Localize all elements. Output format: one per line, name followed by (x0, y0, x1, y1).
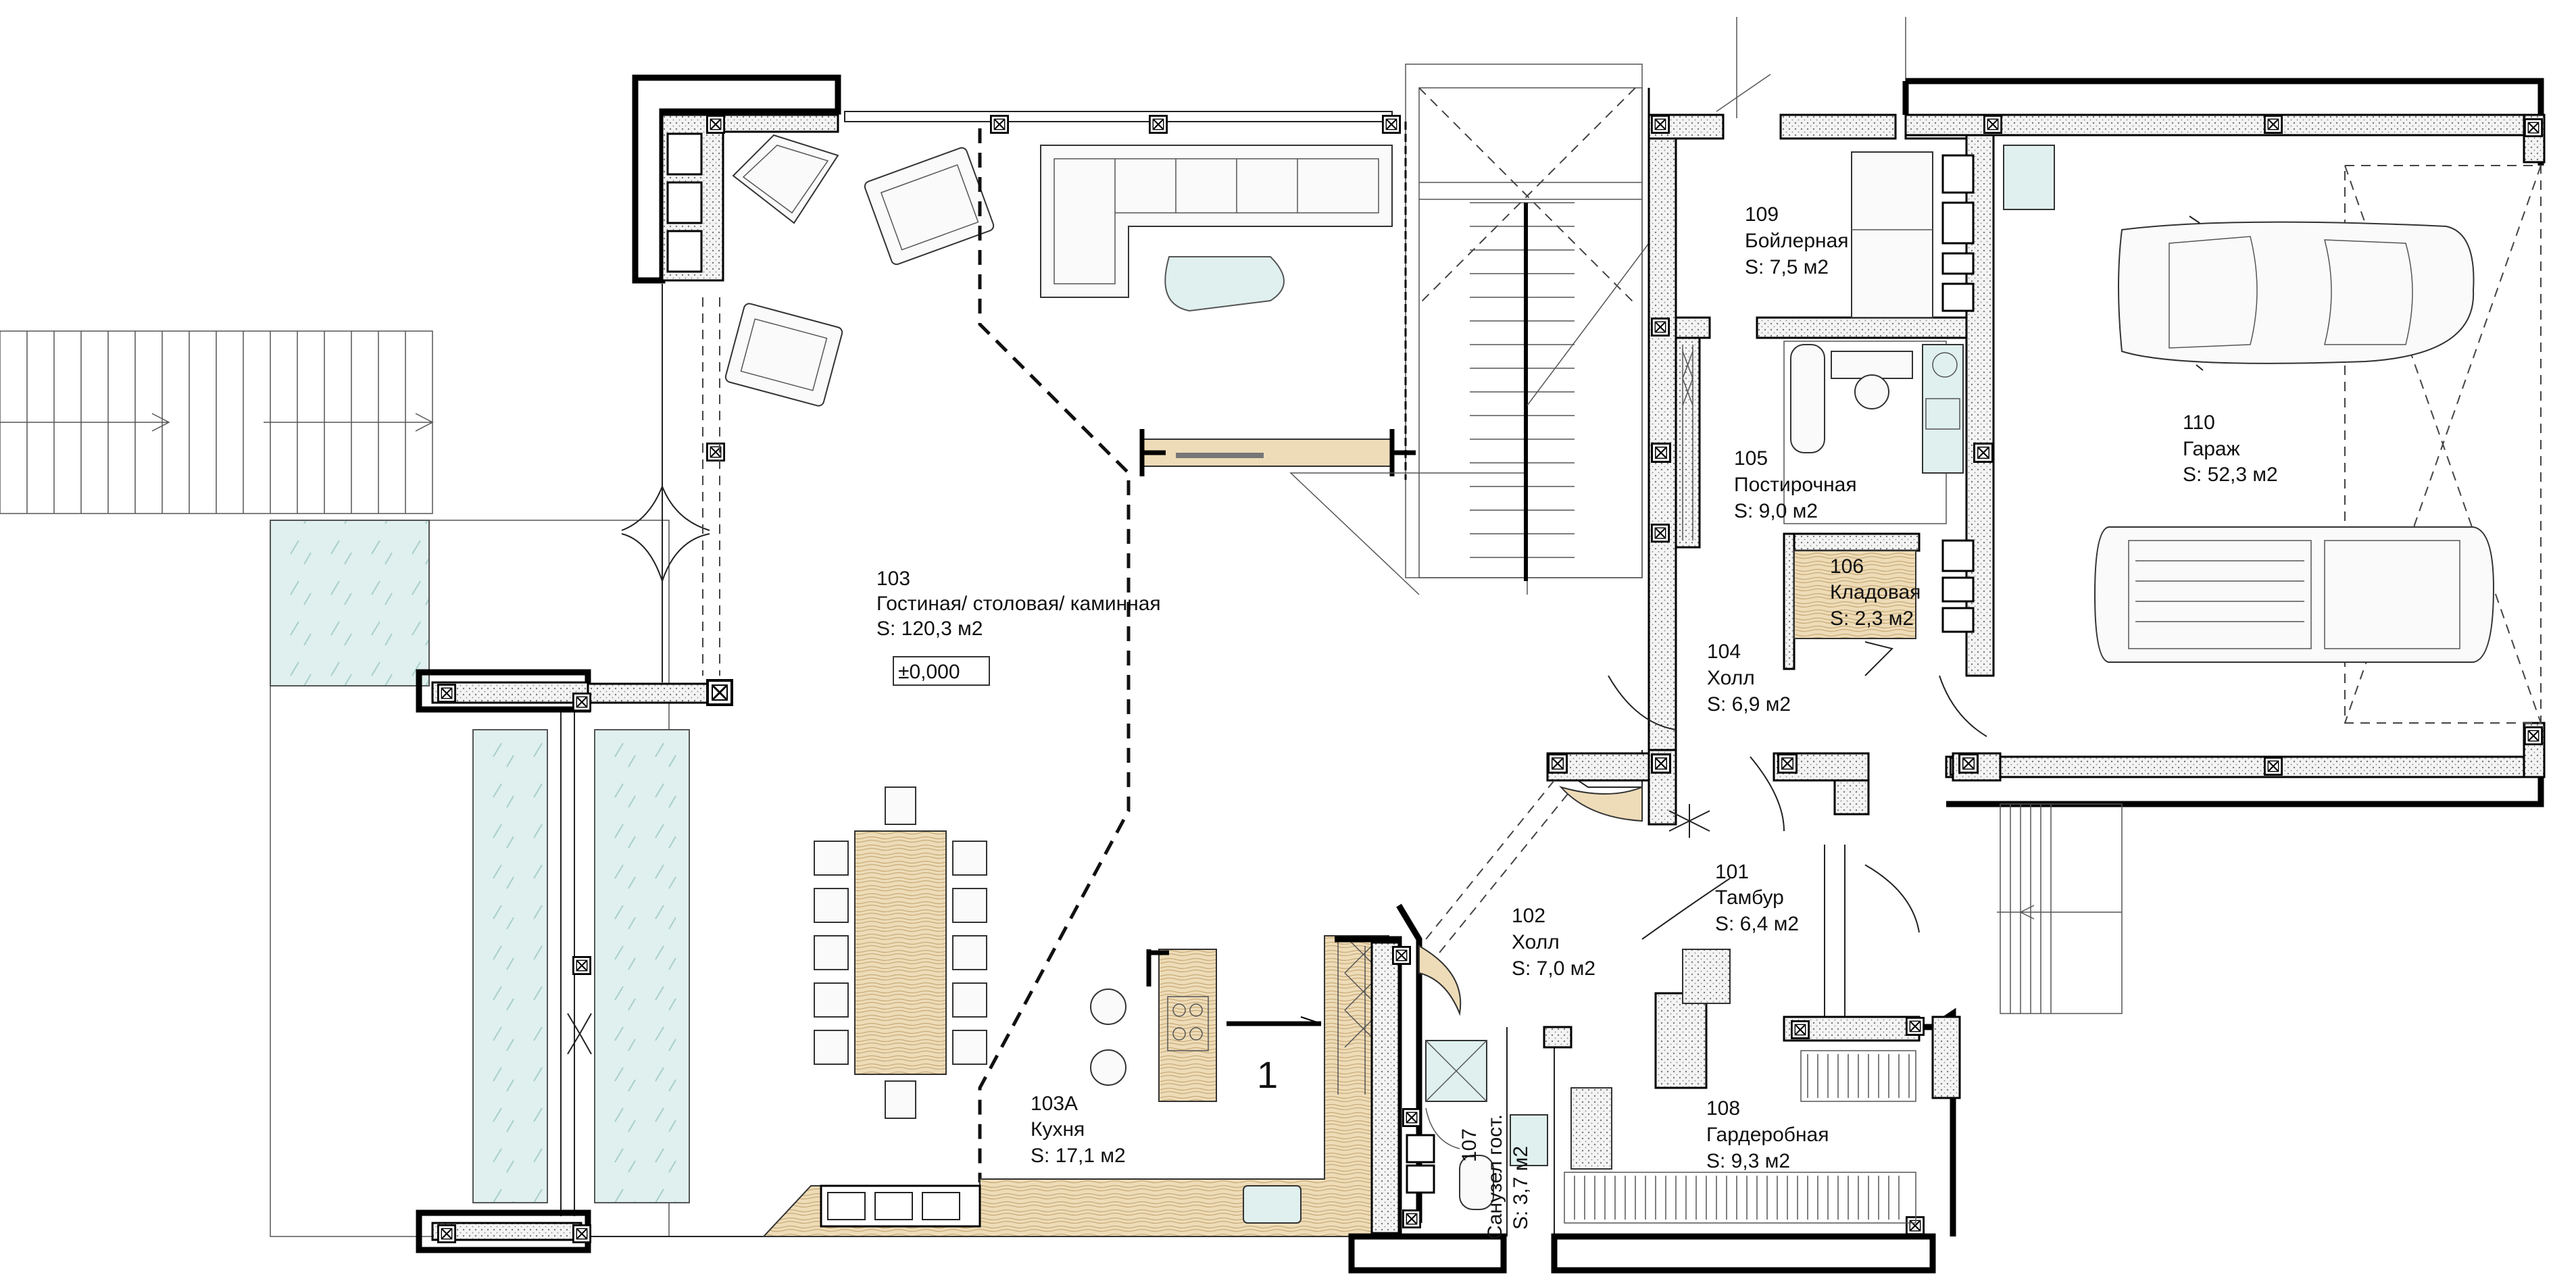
room-label-104: 104 Холл S: 6,9 м2 (1707, 641, 1791, 716)
room-label-108: 108 Гардеробная S: 9,3 м2 (1706, 1097, 1829, 1172)
room-number: 107 (1458, 1128, 1481, 1162)
room-name: Тамбур (1715, 886, 1784, 909)
armchairs (724, 147, 995, 407)
room-area: S: 2,3 м2 (1830, 607, 1914, 630)
exterior-stairs (0, 330, 434, 514)
room-number: 109 (1745, 203, 1779, 226)
room-name: Холл (1512, 931, 1560, 953)
living-french-doors (621, 297, 720, 676)
laundry-equipment (1783, 341, 1964, 524)
terrace-glass-panels (270, 520, 690, 1237)
room-number: 101 (1715, 861, 1749, 883)
sofa (1040, 145, 1393, 312)
room-number: 103 (876, 568, 910, 590)
room-name: Холл (1707, 667, 1755, 689)
room-label-101: 101 Тамбур S: 6,4 м2 (1715, 861, 1799, 935)
room-label-103: 103 Гостиная/ столовая/ каминная S: 120,… (876, 568, 1161, 640)
tv-console (1139, 429, 1416, 476)
room-label-107: 107 Санузел гост. S: 3,7 м2 (1458, 1114, 1532, 1240)
room-number: 104 (1707, 641, 1741, 663)
room-label-103a: 103А Кухня S: 17,1 м2 (1031, 1093, 1126, 1167)
staircase (1289, 64, 1650, 595)
room-number: 105 (1734, 447, 1768, 470)
level-mark-label: ±0,000 (898, 661, 960, 683)
room-number: 106 (1830, 555, 1864, 578)
room-label-109: 109 Бойлерная S: 7,5 м2 (1745, 203, 1849, 278)
living-walls (416, 74, 1393, 1253)
bathroom-107 (1425, 1040, 1548, 1210)
room-area: S: 9,3 м2 (1706, 1150, 1790, 1172)
fireplace (732, 134, 839, 224)
room-label-102: 102 Холл S: 7,0 м2 (1512, 905, 1595, 980)
kitchen-counter (762, 935, 1389, 1237)
kitchen-island (1090, 949, 1217, 1102)
room-name: Бойлерная (1745, 230, 1849, 252)
entry-walls (1335, 749, 2002, 1236)
room-area: S: 6,4 м2 (1715, 913, 1799, 935)
room-name: Постирочная (1734, 474, 1857, 496)
section-mark: 1 (1227, 1016, 1322, 1096)
room-area: S: 9,0 м2 (1734, 500, 1818, 522)
section-mark-label: 1 (1257, 1053, 1278, 1096)
room-area: S: 3,7 м2 (1510, 1146, 1532, 1230)
entrance-steps (1997, 803, 2123, 1014)
room-label-106: 106 Кладовая S: 2,3 м2 (1830, 555, 1921, 630)
car-bottom (2094, 526, 2495, 663)
room-name: Гараж (2183, 438, 2240, 460)
room-name: Гардеробная (1706, 1124, 1829, 1146)
room-name: Гостиная/ столовая/ каминная (876, 593, 1161, 615)
boiler-equipment (1716, 17, 1975, 318)
car-top (2118, 216, 2475, 371)
storage-106 (1793, 539, 1975, 676)
wardrobe-108 (1348, 1007, 1961, 1274)
room-area: S: 6,9 м2 (1707, 693, 1791, 716)
dining-set (814, 786, 987, 1119)
room-area: S: 52,3 м2 (2183, 464, 2278, 486)
room-number: 108 (1706, 1097, 1740, 1120)
room-label-110: 110 Гараж S: 52,3 м2 (2183, 411, 2278, 486)
hall-104-doors (1608, 675, 1987, 832)
room-area: S: 120,3 м2 (876, 618, 983, 640)
room-name: Санузел гост. (1484, 1114, 1506, 1240)
room-number: 103А (1031, 1093, 1078, 1115)
room-name: Кладовая (1830, 581, 1921, 603)
room-label-105: 105 Постирочная S: 9,0 м2 (1734, 447, 1857, 522)
room-area: S: 7,0 м2 (1512, 957, 1595, 980)
room-number: 102 (1512, 905, 1545, 927)
room-number: 110 (2183, 411, 2215, 434)
living-room-divider (978, 128, 1131, 1182)
garage-walls (1902, 78, 2546, 807)
room-area: S: 17,1 м2 (1031, 1145, 1126, 1167)
level-mark: ±0,000 (893, 656, 990, 686)
tambur-101 (1641, 845, 1920, 1089)
room-name: Кухня (1031, 1118, 1085, 1141)
room-area: S: 7,5 м2 (1745, 256, 1829, 278)
